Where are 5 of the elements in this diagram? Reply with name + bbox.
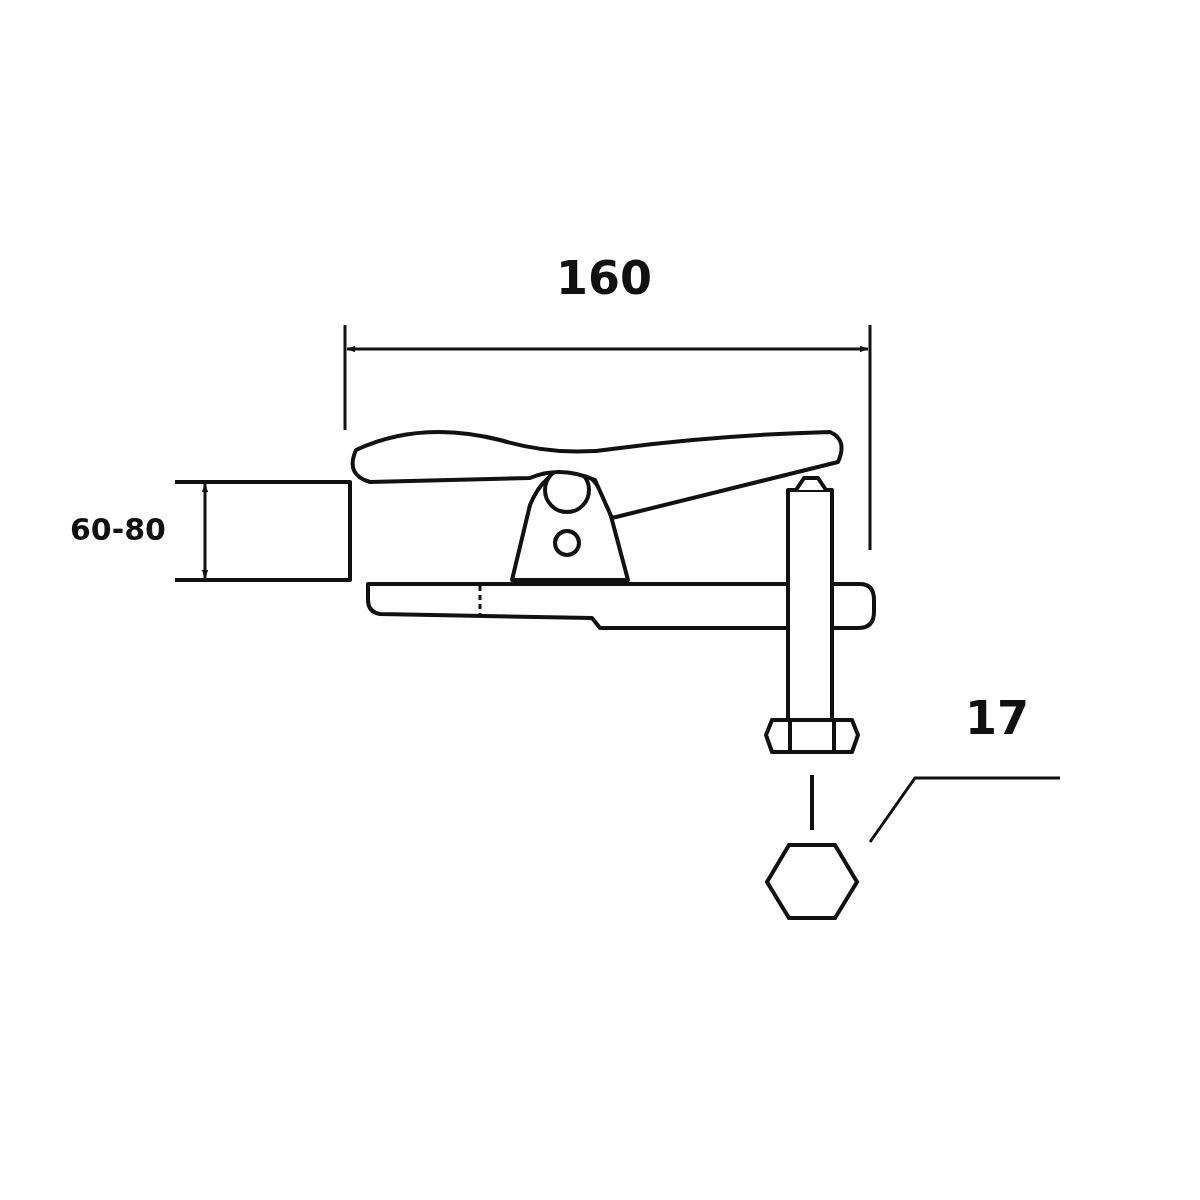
leader-line xyxy=(868,776,1060,843)
dimension-text: 160 xyxy=(556,255,653,301)
callout-number: 17 xyxy=(965,695,1029,741)
dimension-text: 60-80 xyxy=(70,515,166,545)
hexagon-symbol xyxy=(764,843,860,920)
